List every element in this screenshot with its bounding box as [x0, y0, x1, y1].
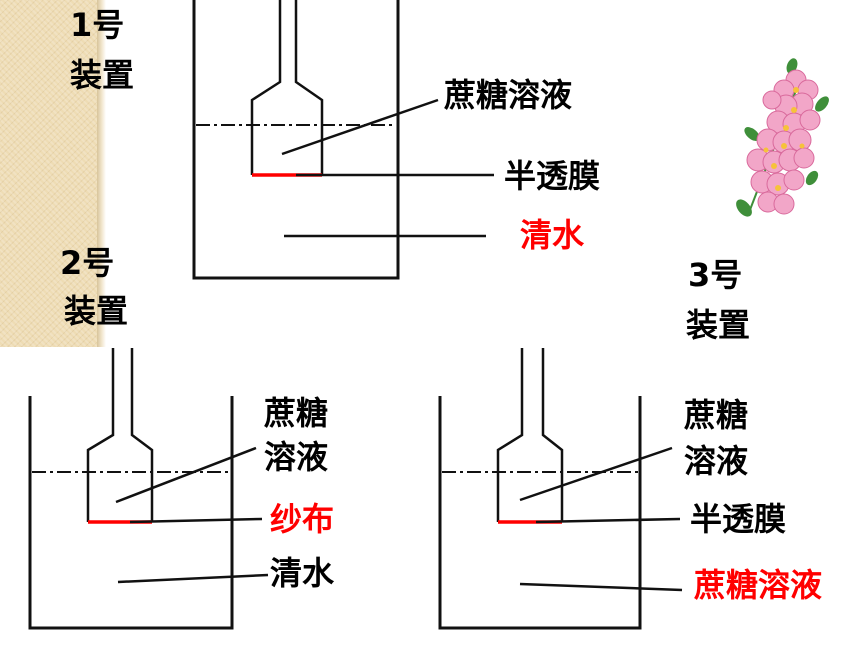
apparatus-2-word: 装置 — [64, 292, 129, 330]
apparatus-2 — [28, 348, 269, 630]
label-semipermeable-membrane-3: 半透膜 — [690, 500, 787, 538]
label-sucrose-3-line2: 溶液 — [684, 442, 749, 480]
label-sucrose-2-line2: 溶液 — [264, 438, 329, 476]
funnel-2 — [86, 348, 154, 522]
apparatus-2-number: 2号 — [60, 244, 115, 282]
apparatus-1-word: 装置 — [70, 56, 135, 94]
apparatus-3-number: 3号 — [688, 256, 743, 294]
pointer-water-2 — [117, 573, 269, 584]
pointer-membrane-3 — [535, 517, 681, 524]
label-outer-sucrose-3: 蔗糖溶液 — [694, 566, 823, 604]
label-sucrose-3-line1: 蔗糖 — [684, 396, 749, 434]
pointer-sucrose-2 — [115, 446, 257, 504]
flower-cluster-icon — [736, 58, 829, 217]
label-gauze-2: 纱布 — [270, 500, 335, 538]
label-sucrose-solution-1: 蔗糖溶液 — [444, 76, 573, 114]
pointer-sucrose-3 — [519, 446, 673, 502]
apparatus-3-word: 装置 — [686, 306, 751, 344]
apparatus-1 — [192, 0, 494, 280]
pointer-sucrose-1 — [281, 98, 439, 156]
funnel-1 — [250, 0, 324, 175]
beaker-1 — [192, 0, 400, 280]
pointer-outer-3 — [519, 582, 683, 592]
apparatus-3 — [438, 348, 683, 630]
background-strip-edge — [97, 0, 106, 347]
beaker-3 — [438, 396, 642, 630]
label-semipermeable-membrane-1: 半透膜 — [504, 157, 601, 195]
label-water-2: 清水 — [270, 554, 335, 592]
beaker-2 — [28, 396, 234, 630]
label-water-1: 清水 — [520, 216, 585, 254]
label-sucrose-2-line1: 蔗糖 — [264, 394, 329, 432]
background-texture-strip — [0, 0, 100, 347]
pointer-gauze-2 — [129, 517, 263, 524]
apparatus-1-number: 1号 — [70, 6, 125, 44]
